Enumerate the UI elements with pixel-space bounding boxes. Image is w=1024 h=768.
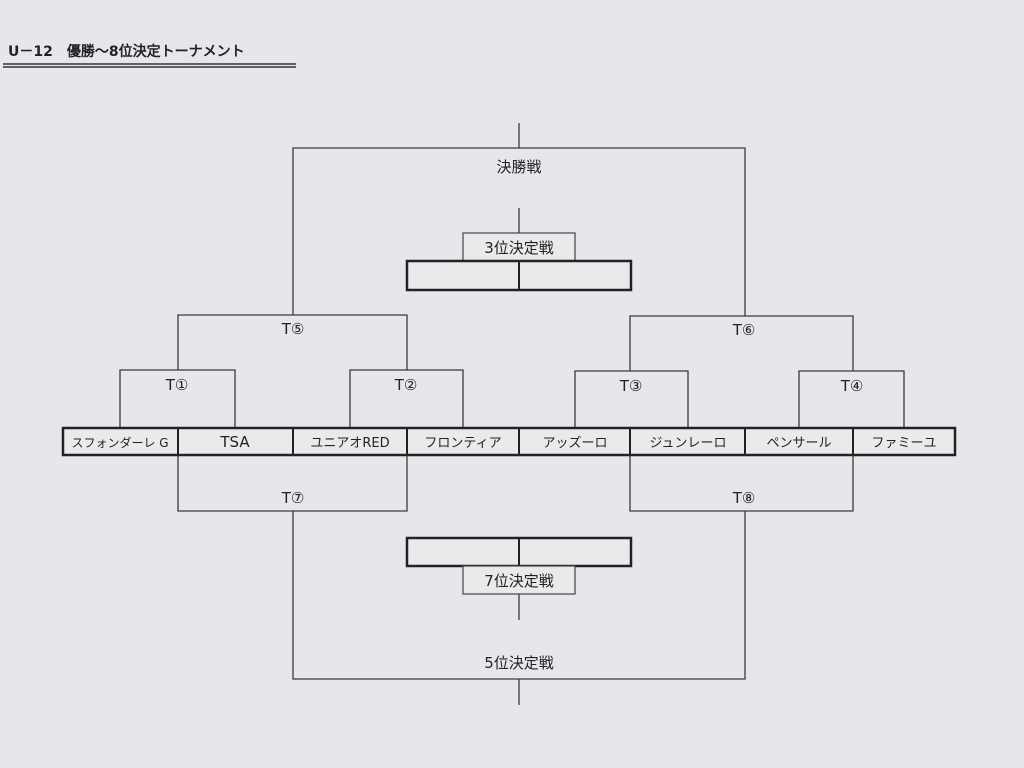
- team-5: アッズーロ: [542, 435, 607, 451]
- bracket-lines: [119, 123, 905, 705]
- final-label: 決勝戦: [496, 158, 541, 176]
- team-2: TSA: [219, 433, 250, 451]
- fifth-place-label: 5位決定戦: [484, 654, 554, 672]
- team-3: ユニアオRED: [310, 436, 389, 451]
- match-t6-label: T⑥: [732, 321, 756, 339]
- page-title: U－12 優勝～8位決定トーナメント: [8, 43, 245, 60]
- third-place-label: 3位決定戦: [484, 239, 554, 257]
- team-1: スフォンダーレ G: [71, 435, 168, 450]
- third-place-match: 3位決定戦: [405, 232, 633, 292]
- seventh-place-match: 7位決定戦: [405, 536, 633, 595]
- team-row: スフォンダーレ G TSA ユニアオRED フロンティア アッズーロ ジュンレー…: [61, 426, 957, 457]
- match-t4-label: T④: [840, 377, 864, 395]
- team-7: ペンサール: [766, 436, 831, 451]
- team-8: ファミーユ: [871, 436, 936, 451]
- match-t5-label: T⑤: [281, 320, 305, 338]
- match-t2-label: T②: [394, 376, 418, 394]
- seventh-place-label: 7位決定戦: [484, 572, 554, 590]
- team-6: ジュンレーロ: [649, 436, 726, 451]
- team-4: フロンティア: [424, 436, 501, 451]
- match-t3-label: T③: [619, 377, 643, 395]
- match-t1-label: T①: [165, 376, 189, 394]
- match-t7-label: T⑦: [281, 489, 305, 507]
- match-t8-label: T⑧: [732, 489, 756, 507]
